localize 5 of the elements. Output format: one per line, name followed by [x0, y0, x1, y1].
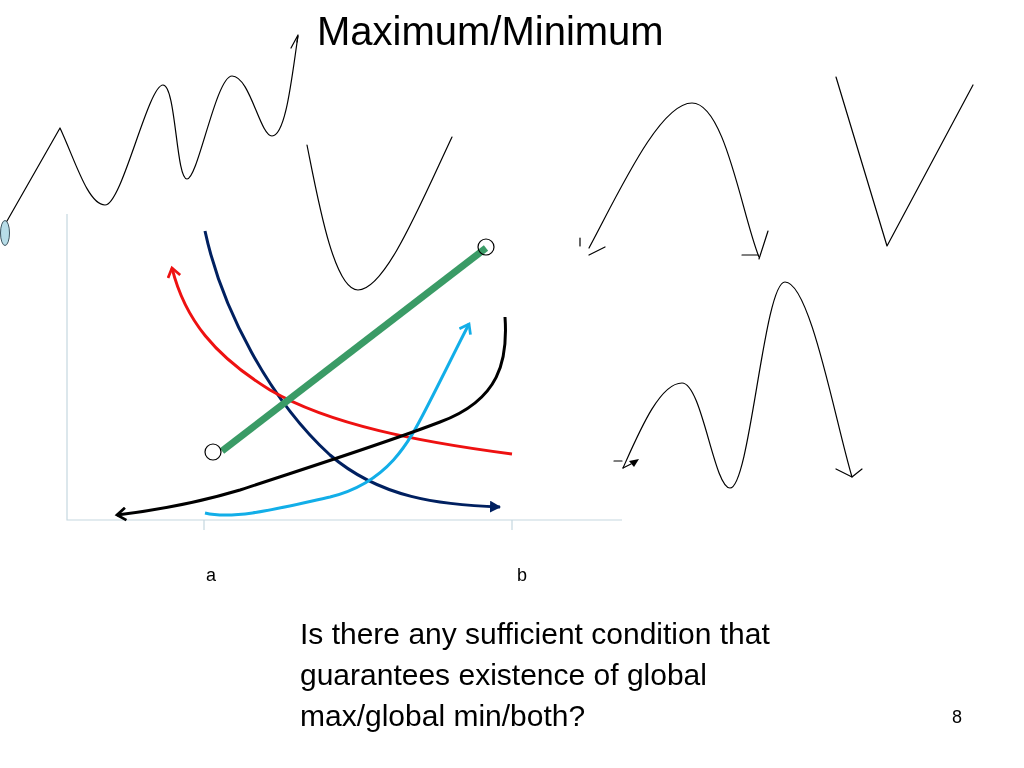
slide-title: Maximum/Minimum: [317, 8, 664, 54]
question-text: Is there any sufficient condition that guarantees existence of global max/global min/both?: [300, 616, 771, 734]
axis-label: b: [517, 565, 527, 586]
axis-label: a: [206, 565, 216, 586]
page-number: 8: [952, 707, 962, 728]
